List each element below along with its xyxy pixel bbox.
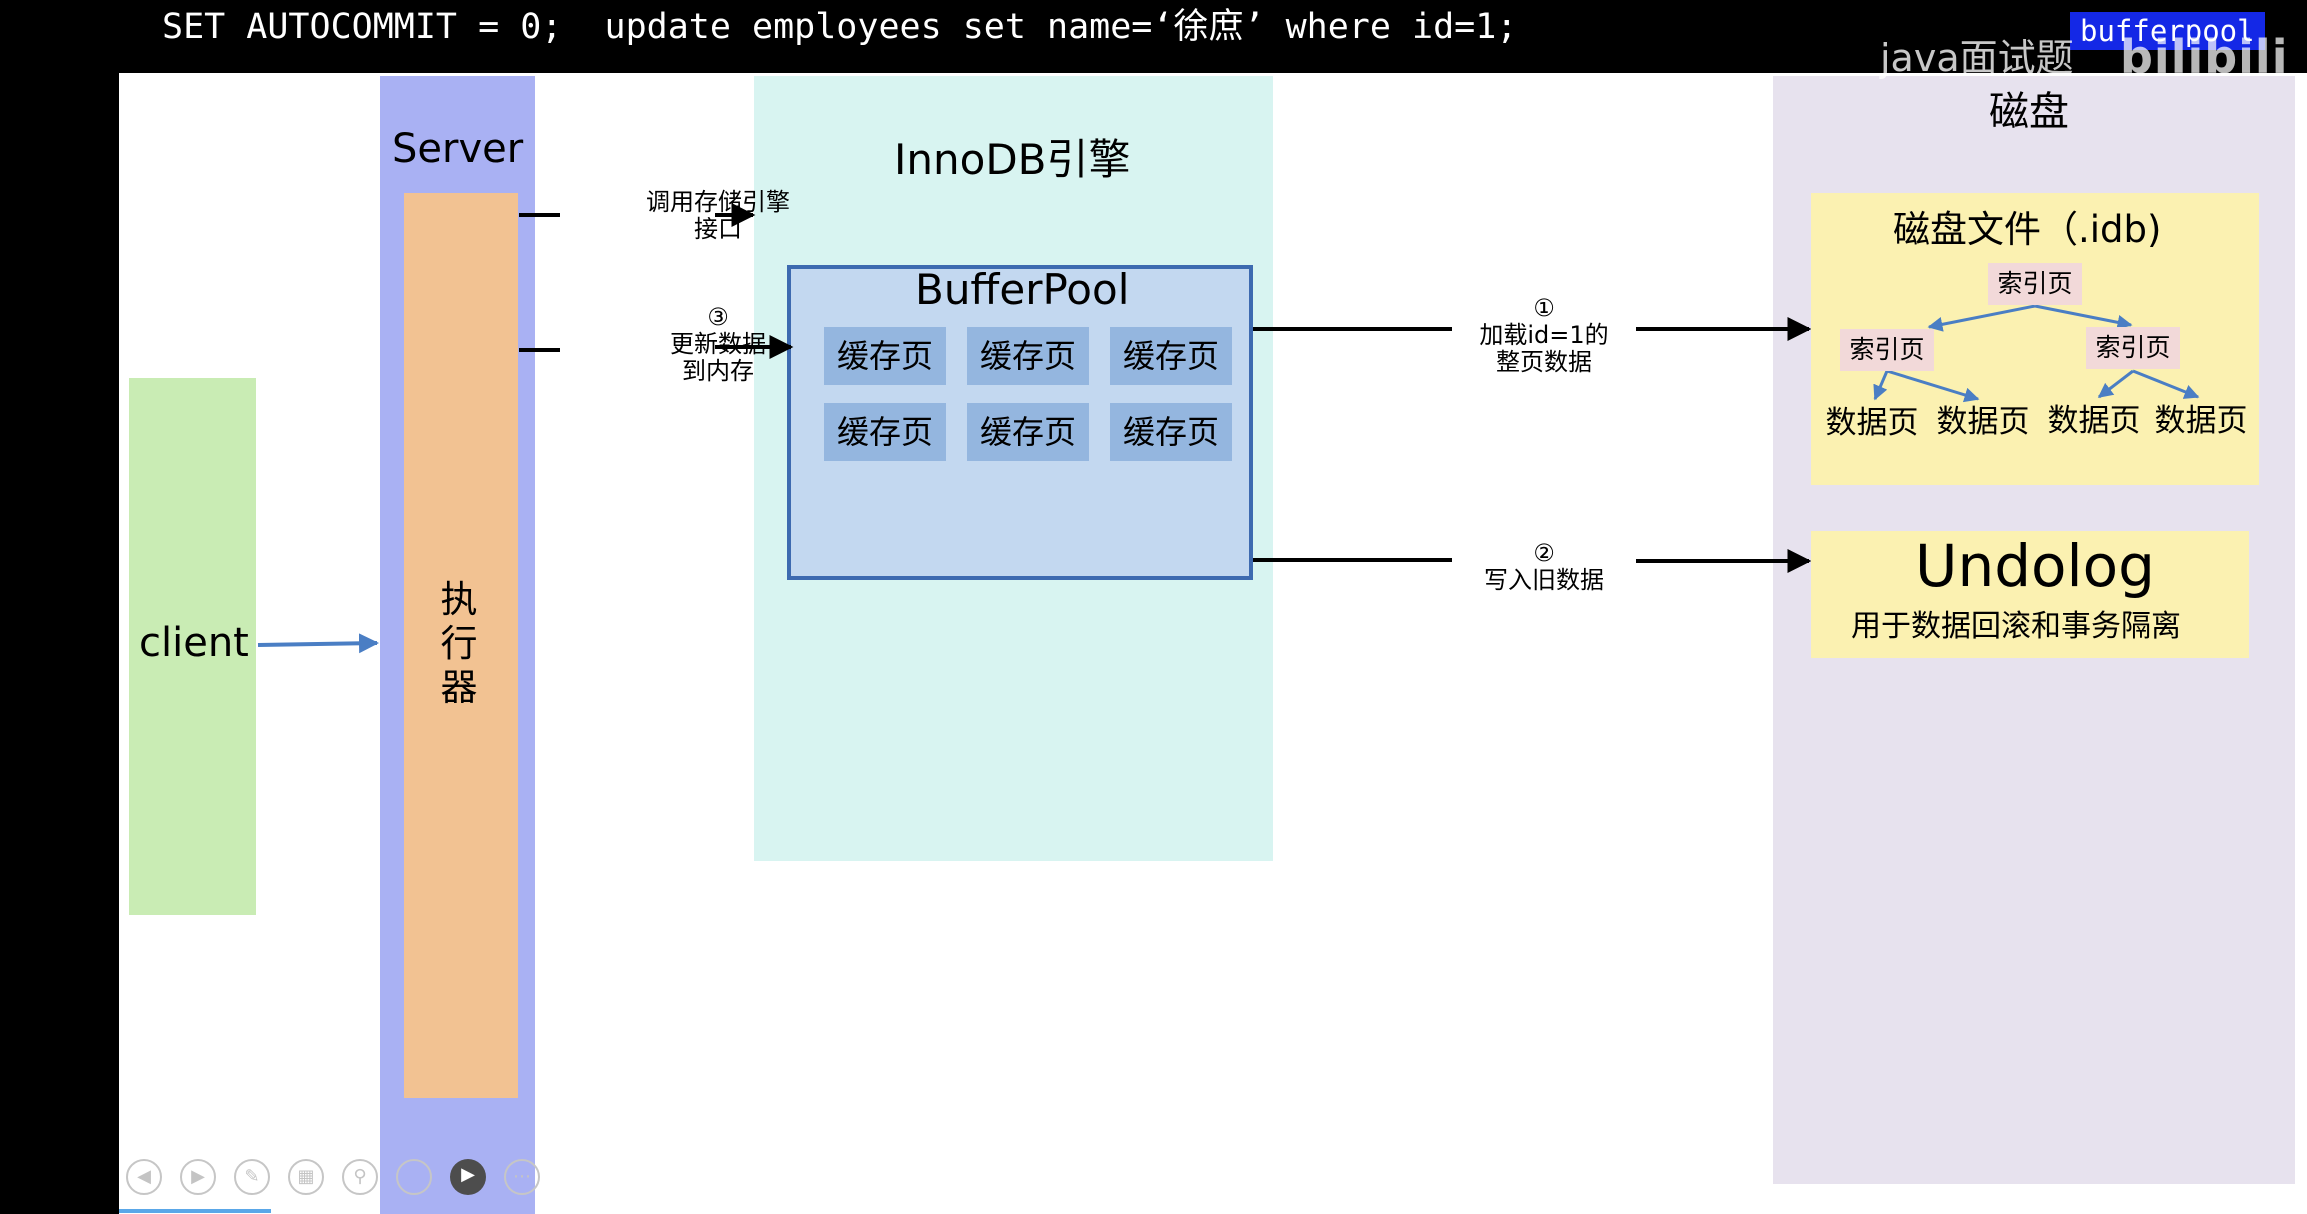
executor-label: 执行器	[440, 578, 478, 709]
client-zone	[129, 378, 256, 915]
cache-page: 缓存页	[967, 403, 1089, 461]
data-page: 数据页	[2047, 403, 2141, 439]
bilibili-logo: bilibili	[2120, 30, 2289, 84]
next-icon[interactable]: ▶	[180, 1159, 216, 1195]
undolog-card	[1811, 531, 2249, 658]
executor-box	[404, 193, 518, 1098]
index-page-left: 索引页	[1840, 329, 1934, 371]
cache-page: 缓存页	[967, 327, 1089, 385]
index-page-root: 索引页	[1988, 263, 2082, 305]
connector-arrows	[257, 203, 1812, 654]
disk-file-title: 磁盘文件（.idb)	[1893, 208, 2162, 251]
slides-icon[interactable]: ▦	[288, 1159, 324, 1195]
slide-canvas: client Server 执行器 InnoDB引擎 磁盘 BufferPool…	[119, 73, 2307, 1214]
progress-bar	[119, 1209, 271, 1213]
more-icon[interactable]: ⋯	[504, 1159, 540, 1195]
cache-page: 缓存页	[1110, 403, 1232, 461]
cache-page: 缓存页	[1110, 327, 1232, 385]
index-tree-arrows	[1873, 304, 2200, 403]
blank-icon[interactable]	[396, 1159, 432, 1195]
previous-icon[interactable]: ◀	[126, 1159, 162, 1195]
bufferpool-title: BufferPool	[915, 265, 1130, 314]
index-page-right: 索引页	[2086, 327, 2180, 369]
disk-label: 磁盘	[1989, 89, 2069, 135]
data-page: 数据页	[1825, 405, 1919, 441]
top-bar: SET AUTOCOMMIT = 0; update employees set…	[0, 0, 2307, 73]
innodb-label: InnoDB引擎	[894, 135, 1131, 184]
data-page: 数据页	[2154, 403, 2248, 439]
watermark-text: java面试题	[1880, 36, 2074, 80]
undolog-subtitle: 用于数据回滚和事务隔离	[1851, 609, 2181, 644]
zoom-icon[interactable]: ⚲	[342, 1159, 378, 1195]
server-label: Server	[392, 126, 524, 172]
client-to-server-arrow	[257, 633, 379, 654]
data-page: 数据页	[1936, 404, 2030, 440]
undolog-title: Undolog	[1915, 532, 2155, 600]
pen-icon[interactable]: ✎	[234, 1159, 270, 1195]
cache-page: 缓存页	[824, 327, 946, 385]
camera-icon[interactable]: ▶	[450, 1159, 486, 1195]
client-label: client	[139, 620, 249, 666]
cache-page: 缓存页	[824, 403, 946, 461]
call-engine-note: 调用存储引擎接口	[646, 188, 790, 243]
bufferpool-tag: bufferpool	[2070, 12, 2265, 50]
sql-statement: SET AUTOCOMMIT = 0; update employees set…	[162, 7, 1518, 47]
